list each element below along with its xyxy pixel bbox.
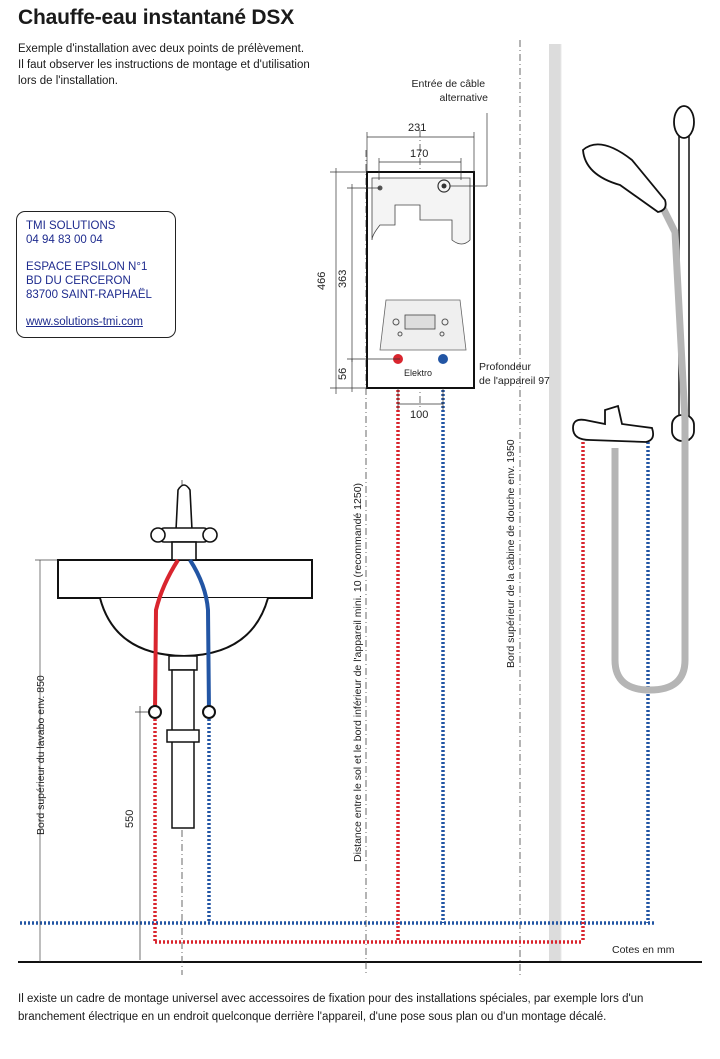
water-heater bbox=[366, 171, 475, 389]
dimension-bottom-offset: 56 bbox=[337, 368, 349, 380]
sink-edge-label: Bord supérieur du lavabo env. 850 bbox=[35, 675, 47, 835]
dimension-pipe-spacing: 100 bbox=[410, 409, 428, 421]
units-label: Cotes en mm bbox=[612, 944, 675, 956]
website-link[interactable]: www.solutions-tmi.com bbox=[26, 316, 143, 328]
intro-text: Exemple d'installation avec deux points … bbox=[18, 41, 348, 89]
sink-cold-pipe bbox=[188, 558, 211, 713]
control-display bbox=[404, 314, 436, 330]
intro-line: Il faut observer les instructions de mon… bbox=[18, 59, 310, 71]
page-title: Chauffe-eau instantané DSX bbox=[18, 6, 295, 29]
shower-head-icon bbox=[582, 143, 667, 213]
cable-entry-label: Entrée de câble alternative bbox=[412, 78, 489, 104]
address-line: ESPACE EPSILON N°1 bbox=[26, 261, 148, 273]
device-distance-label: Distance entre le sol et le bord inférie… bbox=[352, 483, 364, 862]
intro-line: lors de l'installation. bbox=[18, 75, 118, 87]
brand-label: Elektro bbox=[404, 368, 432, 378]
sink-hot-pipe bbox=[153, 558, 180, 713]
wash-basin bbox=[57, 559, 313, 829]
dimension-width-inner: 170 bbox=[410, 148, 428, 160]
shower-wall bbox=[549, 44, 561, 963]
footer-note: Il existe un cadre de montage universel … bbox=[18, 993, 644, 1023]
dimension-height-inner: 363 bbox=[337, 270, 349, 288]
sink-faucet bbox=[150, 484, 218, 561]
contact-card: TMI SOLUTIONS 04 94 83 00 04 ESPACE EPSI… bbox=[16, 211, 176, 338]
intro-line: Exemple d'installation avec deux points … bbox=[18, 43, 305, 55]
shower-edge-label: Bord supérieur de la cabine de douche en… bbox=[505, 439, 517, 668]
phone-number: 04 94 83 00 04 bbox=[26, 234, 103, 246]
cold-outlet-icon bbox=[438, 354, 448, 364]
address-line: 83700 SAINT-RAPHAËL bbox=[26, 289, 152, 301]
sink-valve-cold bbox=[202, 705, 216, 719]
dimension-height-total: 466 bbox=[316, 272, 328, 290]
depth-label: Profondeur de l'appareil 97 bbox=[479, 361, 550, 387]
shower-rail-top-icon bbox=[673, 105, 695, 139]
company-name: TMI SOLUTIONS bbox=[26, 220, 116, 232]
dimension-width-total: 231 bbox=[408, 122, 426, 134]
sink-valve-hot bbox=[148, 705, 162, 719]
address-line: BD DU CERCERON bbox=[26, 275, 131, 287]
dimension-valve-height: 550 bbox=[124, 810, 136, 828]
shower-set bbox=[572, 105, 695, 694]
